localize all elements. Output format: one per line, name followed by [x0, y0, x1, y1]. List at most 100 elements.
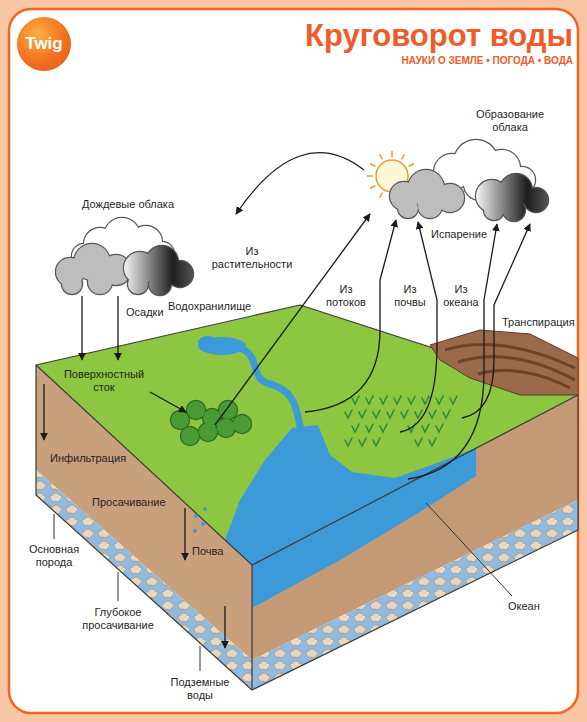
crop-plants [345, 396, 457, 446]
process-label: Глубокое просачивание [76, 606, 160, 632]
flow-arrow [150, 392, 186, 412]
trees [199, 423, 217, 441]
hills [430, 330, 578, 395]
trees [233, 415, 251, 433]
reservoir-and-river [198, 336, 300, 426]
process-label: Просачивание [92, 496, 166, 509]
flow-arrow [215, 214, 370, 425]
forming-clouds [524, 188, 548, 212]
forming-clouds [524, 188, 548, 212]
land-block [36, 305, 578, 690]
process-label: Осадки [126, 306, 164, 319]
layer-label: Подземные воды [167, 676, 233, 702]
forming-clouds [476, 174, 548, 221]
flow-arrow [224, 606, 225, 648]
process-label: Образование облака [470, 108, 550, 134]
source-label: Из потоков [321, 283, 371, 309]
rain-clouds [124, 246, 193, 295]
layer-label: Основная порода [22, 543, 86, 569]
rain-clouds [128, 274, 148, 294]
block-outline [36, 305, 578, 690]
feature-label: Океан [508, 600, 540, 613]
flow-arrow [400, 222, 437, 432]
forming-clouds [503, 199, 525, 221]
rain-clouds [124, 246, 193, 295]
reservoir-and-river [198, 336, 218, 348]
flow-arrow [117, 296, 118, 360]
trees [171, 401, 251, 445]
leader-line [426, 503, 512, 596]
rain-clouds [88, 270, 112, 294]
source-label: Из растительности [210, 245, 294, 271]
trees [171, 401, 251, 445]
panel [9, 9, 578, 713]
forming-clouds [484, 200, 504, 220]
forming-clouds [390, 170, 464, 218]
trees [187, 401, 205, 419]
water-drops [194, 514, 198, 518]
forming-clouds [390, 170, 464, 218]
flow-arrow [236, 153, 364, 214]
trees [171, 411, 189, 429]
trees [181, 427, 199, 445]
rain-clouds [62, 274, 82, 294]
forming-clouds [398, 198, 418, 218]
trees [217, 419, 235, 437]
forming-clouds [418, 194, 442, 218]
cloud-label: Дождевые облака [82, 198, 174, 211]
rain-clouds [56, 244, 131, 294]
trees [199, 423, 217, 441]
forming-clouds [476, 174, 548, 221]
leader-line [54, 503, 512, 671]
hills [430, 330, 578, 395]
flow-arrow [81, 296, 82, 360]
forming-clouds [503, 199, 525, 221]
rain-clouds [149, 273, 171, 295]
rain-clouds [62, 274, 82, 294]
flow-arrow [184, 508, 185, 560]
source-label: Из почвы [391, 283, 429, 309]
hills [445, 344, 575, 388]
flow-arrow [43, 384, 44, 440]
water-drops [193, 507, 207, 533]
flow-arrow [44, 153, 530, 648]
trees [181, 427, 199, 445]
badge-text: Twig [25, 34, 62, 54]
leader-line [54, 514, 55, 539]
layer-label: Почва [192, 545, 223, 558]
flow-arrow [408, 224, 497, 479]
water-drops [193, 529, 197, 533]
trees [217, 419, 235, 437]
ocean-surface [225, 425, 476, 565]
process-label: Испарение [431, 228, 487, 241]
leader-line [200, 646, 201, 671]
rain-clouds [88, 270, 112, 294]
reservoir-and-river [240, 348, 300, 426]
subtitle: НАУКИ О ЗЕМЛЕ • ПОГОДА • ВОДА [402, 55, 573, 67]
page-title: Круговорот воды [305, 19, 573, 53]
forming-clouds [398, 198, 418, 218]
process-label: Поверхностный сток [60, 368, 148, 394]
trees [171, 401, 251, 445]
water-drops [201, 522, 205, 526]
flow-arrow [305, 220, 396, 412]
ground-surface [36, 305, 578, 565]
rain-clouds [56, 218, 193, 295]
rain-clouds [56, 244, 131, 294]
rain-clouds [128, 274, 148, 294]
forming-clouds [390, 140, 548, 221]
process-label: Транспирация [502, 316, 575, 329]
trees [187, 401, 205, 419]
water-drops [203, 507, 207, 511]
feature-label: Водохранилище [168, 300, 251, 313]
process-label: Инфильтрация [50, 452, 126, 465]
forming-clouds [484, 200, 504, 220]
crop-plants [345, 396, 457, 446]
leader-line [118, 572, 119, 601]
forming-clouds [418, 194, 442, 218]
logo-badge: Twig [17, 17, 71, 71]
trees [171, 411, 189, 429]
source-label: Из океана [440, 283, 482, 309]
